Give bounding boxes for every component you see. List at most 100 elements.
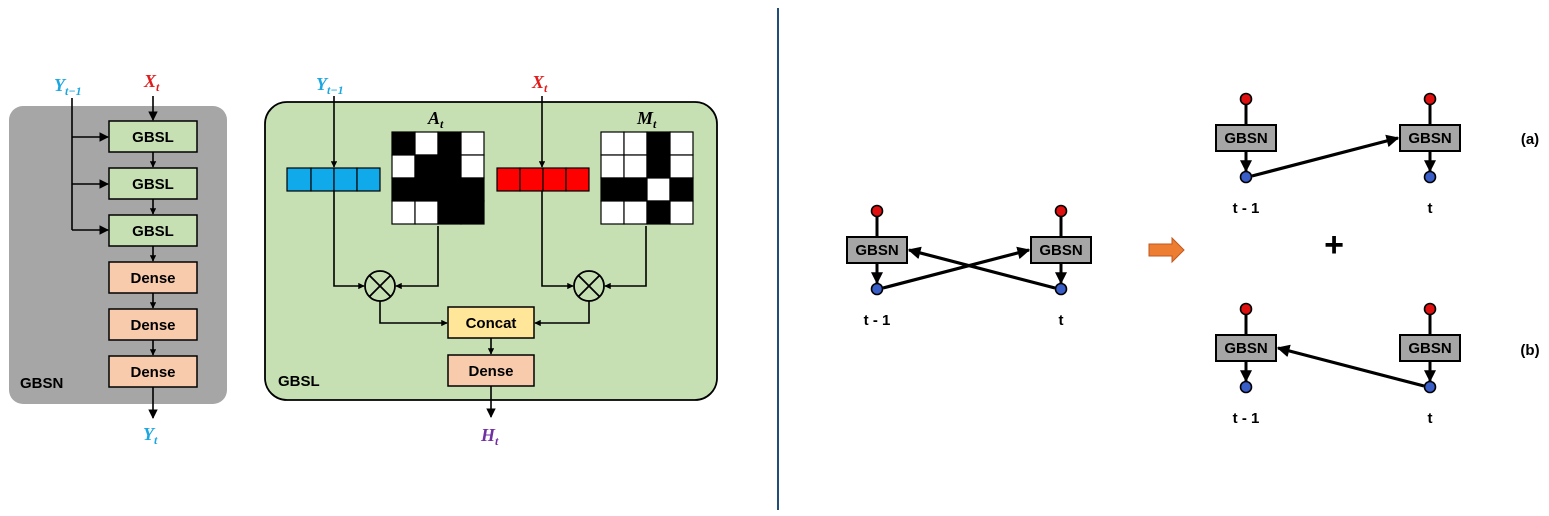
matrix-a-to-mult bbox=[395, 226, 439, 290]
gbsl-panel-label: GBSL bbox=[278, 373, 320, 390]
matrix-m-cell bbox=[669, 154, 694, 179]
dense-block-1 bbox=[108, 261, 198, 294]
a-prev-output-dot bbox=[1239, 170, 1253, 184]
concat-label: Concat bbox=[466, 315, 517, 332]
matrix-m-label: Mt bbox=[636, 108, 657, 131]
matrix-m-to-mult bbox=[604, 226, 647, 290]
vector-x-to-mult bbox=[541, 191, 574, 290]
panel-a-tag: (a) bbox=[1521, 131, 1539, 148]
matrix-a-cell bbox=[437, 177, 462, 202]
b-prev-input-dot bbox=[1239, 302, 1253, 316]
a-prev-time: t - 1 bbox=[1233, 200, 1260, 217]
a-prev-input-dot bbox=[1239, 92, 1253, 106]
dense-block-2-label: Dense bbox=[130, 317, 175, 334]
b-curr-gbsn-label: GBSN bbox=[1408, 340, 1451, 357]
matrix-m-cell bbox=[623, 177, 648, 202]
vector-y bbox=[286, 167, 381, 192]
dense-block-3 bbox=[108, 355, 198, 388]
b-prev-gbsn bbox=[1215, 334, 1277, 362]
multiply-node-left bbox=[364, 270, 396, 302]
gbsl-input-x: Xt bbox=[531, 72, 548, 95]
a-curr-output-dot bbox=[1423, 170, 1437, 184]
matrix-m-cell bbox=[600, 131, 625, 156]
a-curr-input-dot bbox=[1423, 92, 1437, 106]
gbsn-input-y: Yt−1 bbox=[54, 75, 82, 98]
gbsl-module: GBSL Yt−1 Xt At Mt bbox=[264, 72, 718, 448]
gbsl-block-2 bbox=[108, 167, 198, 200]
matrix-m-cell bbox=[646, 177, 671, 202]
a-curr-gbsn-label: GBSN bbox=[1408, 130, 1451, 147]
gbsl-dense-label: Dense bbox=[468, 363, 513, 380]
matrix-m-cell bbox=[623, 131, 648, 156]
matrix-a-cell bbox=[460, 131, 485, 156]
matrix-m-cell bbox=[646, 154, 671, 179]
gbsl-block-2-label: GBSL bbox=[132, 176, 174, 193]
matrix-m-cell bbox=[600, 200, 625, 225]
b-curr-input-dot bbox=[1423, 302, 1437, 316]
matrix-a-cell bbox=[391, 154, 416, 179]
matrix-a-cell bbox=[437, 131, 462, 156]
gbsn-output-y: Yt bbox=[143, 424, 158, 447]
center-prev-time: t - 1 bbox=[864, 312, 891, 329]
b-prev-gbsn-label: GBSN bbox=[1224, 340, 1267, 357]
gbsn-panel-label: GBSN bbox=[20, 375, 63, 392]
gbsn-module: GBSN Yt−1 Xt GBSL GBSL GBSL Dense Dense … bbox=[9, 71, 227, 447]
matrix-m bbox=[600, 131, 694, 225]
center-curr-time: t bbox=[1059, 312, 1064, 329]
panel-a: GBSN t - 1 GBSN t (a) bbox=[1215, 92, 1539, 217]
matrix-m-cell bbox=[646, 131, 671, 156]
b-prev-output-dot bbox=[1239, 380, 1253, 394]
matrix-m-cell bbox=[646, 200, 671, 225]
center-pair: GBSN t - 1 GBSN t bbox=[846, 204, 1092, 329]
center-forward-arrow bbox=[882, 246, 1031, 290]
gbsl-block-3-label: GBSL bbox=[132, 223, 174, 240]
matrix-a-cell bbox=[391, 131, 416, 156]
gbsl-dense-block bbox=[447, 354, 535, 387]
matrix-a-label: At bbox=[427, 108, 444, 131]
center-prev-gbsn-label: GBSN bbox=[855, 242, 898, 259]
center-curr-gbsn-label: GBSN bbox=[1039, 242, 1082, 259]
panel-b-tag: (b) bbox=[1520, 342, 1539, 359]
dense-block-3-label: Dense bbox=[130, 364, 175, 381]
a-prev-gbsn-label: GBSN bbox=[1224, 130, 1267, 147]
matrix-m-cell bbox=[623, 200, 648, 225]
center-prev-input-dot bbox=[870, 204, 884, 218]
center-curr-output-dot bbox=[1054, 282, 1068, 296]
matrix-m-cell bbox=[600, 177, 625, 202]
matrix-a-cell bbox=[460, 177, 485, 202]
dense-block-1-label: Dense bbox=[130, 270, 175, 287]
center-prev-output-dot bbox=[870, 282, 884, 296]
panel-b: GBSN t - 1 GBSN t (b) bbox=[1215, 302, 1540, 427]
dense-block-2 bbox=[108, 308, 198, 341]
matrix-a-cell bbox=[414, 131, 439, 156]
b-curr-output-dot bbox=[1423, 380, 1437, 394]
gbsl-output-h: Ht bbox=[480, 425, 499, 448]
matrix-m-cell bbox=[669, 131, 694, 156]
matrix-m-cell bbox=[600, 154, 625, 179]
vector-x bbox=[496, 167, 590, 192]
decompose-arrow-icon bbox=[1148, 236, 1185, 264]
a-forward-arrow bbox=[1251, 134, 1400, 178]
gbsn-input-x: Xt bbox=[143, 71, 160, 94]
vector-y-to-mult bbox=[333, 191, 365, 290]
center-curr-input-dot bbox=[1054, 204, 1068, 218]
matrix-a-cell bbox=[391, 177, 416, 202]
matrix-a-cell bbox=[437, 154, 462, 179]
center-backward-arrow bbox=[907, 246, 1056, 290]
matrix-a-cell bbox=[414, 154, 439, 179]
plus-sign: + bbox=[1324, 226, 1344, 264]
matrix-a-cell bbox=[414, 200, 439, 225]
matrix-a-cell bbox=[460, 200, 485, 225]
b-prev-time: t - 1 bbox=[1233, 410, 1260, 427]
matrix-m-cell bbox=[623, 154, 648, 179]
b-curr-time: t bbox=[1428, 410, 1433, 427]
concat-block bbox=[447, 306, 535, 339]
matrix-m-cell bbox=[669, 200, 694, 225]
matrix-m-cell bbox=[669, 177, 694, 202]
matrix-a-cell bbox=[391, 200, 416, 225]
mult-right-to-concat bbox=[534, 301, 590, 327]
matrix-a-cell bbox=[460, 154, 485, 179]
a-curr-time: t bbox=[1428, 200, 1433, 217]
mult-left-to-concat bbox=[379, 301, 448, 327]
